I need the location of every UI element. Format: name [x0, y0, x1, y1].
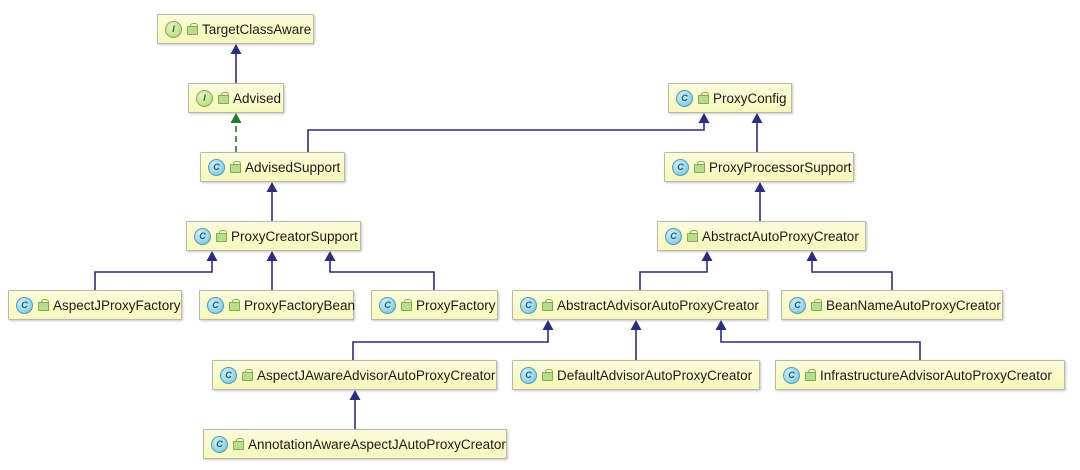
class-node-Advised[interactable]: I Advised — [188, 83, 284, 113]
public-unlock-icon — [541, 369, 553, 381]
class-node-InfrastructureAdvisorAutoProxyCreator[interactable]: C InfrastructureAdvisorAutoProxyCreator — [775, 360, 1065, 390]
class-marker-icon: C — [16, 296, 33, 314]
class-node-AbstractAdvisorAutoProxyCreator[interactable]: C AbstractAdvisorAutoProxyCreator — [512, 290, 768, 320]
class-node-label: InfrastructureAdvisorAutoProxyCreator — [820, 367, 1052, 383]
class-node-label: Advised — [233, 90, 282, 106]
class-node-label: ProxyProcessorSupport — [709, 159, 852, 175]
class-node-label: AspectJAwareAdvisorAutoProxyCreator — [257, 367, 496, 383]
public-unlock-icon — [400, 299, 412, 311]
public-unlock-icon — [693, 161, 705, 173]
public-unlock-icon — [37, 299, 49, 311]
class-node-AbstractAutoProxyCreator[interactable]: C AbstractAutoProxyCreator — [657, 221, 866, 251]
class-marker-icon: C — [211, 435, 228, 453]
class-node-ProxyCreatorSupport[interactable]: C ProxyCreatorSupport — [186, 221, 361, 251]
public-unlock-icon — [217, 92, 229, 104]
arrowhead-extends-AbstractAdvisorAutoProxyCreator — [542, 320, 554, 330]
arrowhead-extends-AspectJAwareAdvisorAutoProxyCreator — [349, 390, 361, 400]
class-marker-icon: C — [789, 296, 806, 314]
public-unlock-icon — [232, 438, 244, 450]
edge-extends-AspectJAwareAdvisorAutoProxyCreator-to-AbstractAdvisorAutoProxyCreator — [352, 330, 549, 360]
class-node-label: ProxyFactoryBean — [244, 297, 356, 313]
class-marker-icon: C — [676, 89, 693, 107]
edge-extends-ProxyFactory-to-ProxyCreatorSupport — [329, 261, 435, 290]
public-unlock-icon — [686, 230, 698, 242]
class-node-label: AdvisedSupport — [245, 159, 341, 175]
class-node-label: AspectJProxyFactory — [53, 297, 181, 313]
class-node-AspectJAwareAdvisorAutoProxyCreator[interactable]: C AspectJAwareAdvisorAutoProxyCreator — [212, 360, 497, 390]
arrowhead-implements-Advised — [230, 113, 242, 123]
class-node-label: TargetClassAware — [202, 21, 312, 37]
class-marker-icon: C — [220, 366, 237, 384]
public-unlock-icon — [215, 230, 227, 242]
public-unlock-icon — [697, 92, 709, 104]
edge-extends-AbstractAdvisorAutoProxyCreator-to-AbstractAutoProxyCreator — [639, 261, 708, 290]
class-marker-icon: C — [520, 296, 537, 314]
class-node-TargetClassAware[interactable]: I TargetClassAware — [157, 14, 314, 44]
class-node-ProxyConfig[interactable]: C ProxyConfig — [668, 83, 792, 113]
arrowhead-extends-ProxyCreatorSupport — [324, 251, 336, 261]
class-marker-icon: C — [207, 296, 224, 314]
edge-extends-AspectJProxyFactory-to-ProxyCreatorSupport — [94, 261, 213, 290]
public-unlock-icon — [810, 299, 822, 311]
public-unlock-icon — [541, 299, 553, 311]
class-marker-icon: C — [783, 366, 800, 384]
class-node-ProxyFactoryBean[interactable]: C ProxyFactoryBean — [199, 290, 356, 320]
class-marker-icon: C — [672, 158, 689, 176]
arrowhead-extends-AdvisedSupport — [266, 182, 278, 192]
class-node-AdvisedSupport[interactable]: C AdvisedSupport — [200, 152, 345, 182]
class-node-label: ProxyConfig — [713, 90, 787, 106]
arrowhead-extends-AbstractAutoProxyCreator — [701, 251, 713, 261]
class-node-label: DefaultAdvisorAutoProxyCreator — [557, 367, 753, 383]
class-node-label: AbstractAdvisorAutoProxyCreator — [557, 297, 759, 313]
class-node-label: ProxyCreatorSupport — [231, 228, 358, 244]
arrowhead-extends-AbstractAdvisorAutoProxyCreator — [630, 320, 642, 330]
edge-extends-AdvisedSupport-to-ProxyConfig — [307, 123, 705, 152]
arrowhead-extends-AbstractAdvisorAutoProxyCreator — [715, 320, 727, 330]
class-marker-icon: C — [208, 158, 225, 176]
class-node-AnnotationAwareAspectJAutoProxyCreator[interactable]: C AnnotationAwareAspectJAutoProxyCreator — [203, 429, 507, 459]
arrowhead-extends-ProxyProcessorSupport — [754, 182, 766, 192]
class-node-label: BeanNameAutoProxyCreator — [826, 297, 1001, 313]
arrowhead-extends-ProxyConfig — [698, 113, 710, 123]
arrowhead-extends-ProxyCreatorSupport — [206, 251, 218, 261]
public-unlock-icon — [228, 299, 240, 311]
arrowhead-extends-ProxyConfig — [751, 113, 763, 123]
public-unlock-icon — [804, 369, 816, 381]
arrowhead-extends-AbstractAutoProxyCreator — [806, 251, 818, 261]
arrowhead-extends-ProxyCreatorSupport — [266, 251, 278, 261]
class-marker-icon: C — [379, 296, 396, 314]
class-node-AspectJProxyFactory[interactable]: C AspectJProxyFactory — [8, 290, 182, 320]
interface-marker-icon: I — [196, 89, 213, 107]
edge-extends-BeanNameAutoProxyCreator-to-AbstractAutoProxyCreator — [811, 261, 893, 290]
arrowhead-extends-TargetClassAware — [230, 44, 242, 54]
class-node-ProxyProcessorSupport[interactable]: C ProxyProcessorSupport — [664, 152, 854, 182]
public-unlock-icon — [186, 23, 198, 35]
class-marker-icon: C — [194, 227, 211, 245]
class-node-label: ProxyFactory — [416, 297, 496, 313]
class-marker-icon: C — [665, 227, 682, 245]
class-node-label: AnnotationAwareAspectJAutoProxyCreator — [248, 436, 506, 452]
class-node-DefaultAdvisorAutoProxyCreator[interactable]: C DefaultAdvisorAutoProxyCreator — [512, 360, 760, 390]
public-unlock-icon — [241, 369, 253, 381]
class-node-label: AbstractAutoProxyCreator — [702, 228, 859, 244]
public-unlock-icon — [229, 161, 241, 173]
edge-extends-InfrastructureAdvisorAutoProxyCreator-to-AbstractAdvisorAutoProxyCreator — [720, 330, 921, 360]
class-node-BeanNameAutoProxyCreator[interactable]: C BeanNameAutoProxyCreator — [781, 290, 1003, 320]
class-marker-icon: C — [520, 366, 537, 384]
class-node-ProxyFactory[interactable]: C ProxyFactory — [371, 290, 498, 320]
interface-marker-icon: I — [165, 20, 182, 38]
